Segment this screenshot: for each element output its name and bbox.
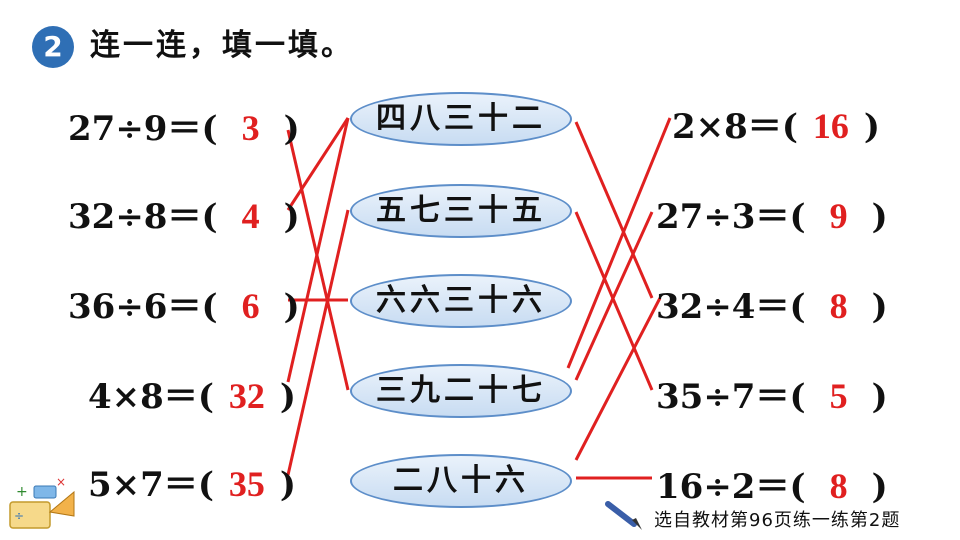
svg-text:×: × [56,475,66,489]
pen-icon [605,501,642,530]
paren-close: ) [871,197,888,237]
paren-close: ) [279,377,296,417]
multiplication-rhyme-4: 三九二十七 [350,364,572,418]
right-answer: 9 [829,196,848,236]
multiplication-rhyme-1: 四八三十二 [350,92,572,146]
left-answer: 6 [241,286,260,326]
multiplication-rhyme-5: 二八十六 [350,454,572,508]
left-expr: 4×8＝ [88,377,198,417]
right-expr: 2×8＝ [672,107,782,147]
right-expr: 35÷7＝ [656,377,790,417]
paren-close: ) [871,377,888,417]
left-expr: 27÷9＝ [68,109,202,149]
math-tools-icon: + × ÷ [9,475,75,529]
line-mid4-right2 [566,117,672,369]
left-equation-3: 36÷6＝(6) [68,282,300,330]
right-answer: 5 [829,376,848,416]
right-equation-1: 2×8＝(16) [672,102,880,150]
paren-open: ( [197,377,214,417]
paren-open: ( [789,377,806,417]
paren-open: ( [197,465,214,505]
right-expr: 16÷2＝ [656,467,790,507]
line-mid4-right2b [574,211,654,381]
paren-open: ( [789,287,806,327]
right-answer: 16 [812,106,849,146]
svg-text:+: + [16,484,28,500]
paren-close: ) [283,287,300,327]
left-equation-5: 5×7＝(35) [88,460,296,508]
svg-text:÷: ÷ [14,509,24,523]
line-mid2-right4 [574,211,654,391]
line-mid1-right3 [574,121,654,299]
source-note: 选自教材第96页练一练第2题 [654,510,901,531]
line-left5-mid2 [286,209,350,476]
right-equation-3: 32÷4＝(8) [656,282,888,330]
left-expr: 36÷6＝ [68,287,202,327]
left-answer: 35 [228,464,265,504]
paren-close: ) [283,197,300,237]
left-expr: 32÷8＝ [68,197,202,237]
line-mid5-right3 [574,297,662,461]
multiplication-rhyme-2: 五七三十五 [350,184,572,238]
left-equation-1: 27÷9＝(3) [68,104,300,152]
question-title: 连一连，填一填。 [90,28,354,63]
left-answer: 3 [241,108,260,148]
paren-close: ) [871,467,888,507]
left-equation-2: 32÷8＝(4) [68,192,300,240]
right-equation-5: 16÷2＝(8) [656,462,888,510]
paren-close: ) [871,287,888,327]
paren-open: ( [781,107,798,147]
right-answer: 8 [829,466,848,506]
paren-close: ) [279,465,296,505]
paren-close: ) [283,109,300,149]
left-equation-4: 4×8＝(32) [88,372,296,420]
paren-close: ) [863,107,880,147]
right-answer: 8 [829,286,848,326]
paren-open: ( [201,287,218,327]
line-left2-mid1 [286,117,350,211]
line-left1-mid4 [286,129,350,391]
line-left4-mid1 [286,117,350,383]
paren-open: ( [789,467,806,507]
paren-open: ( [201,197,218,237]
left-answer: 32 [228,376,265,416]
right-expr: 27÷3＝ [656,197,790,237]
paren-open: ( [201,109,218,149]
right-equation-2: 27÷3＝(9) [656,192,888,240]
right-equation-4: 35÷7＝(5) [656,372,888,420]
left-answer: 4 [241,196,260,236]
multiplication-rhyme-3: 六六三十六 [350,274,572,328]
question-number-badge: 2 [32,26,74,68]
right-expr: 32÷4＝ [656,287,790,327]
paren-open: ( [789,197,806,237]
left-expr: 5×7＝ [88,465,198,505]
